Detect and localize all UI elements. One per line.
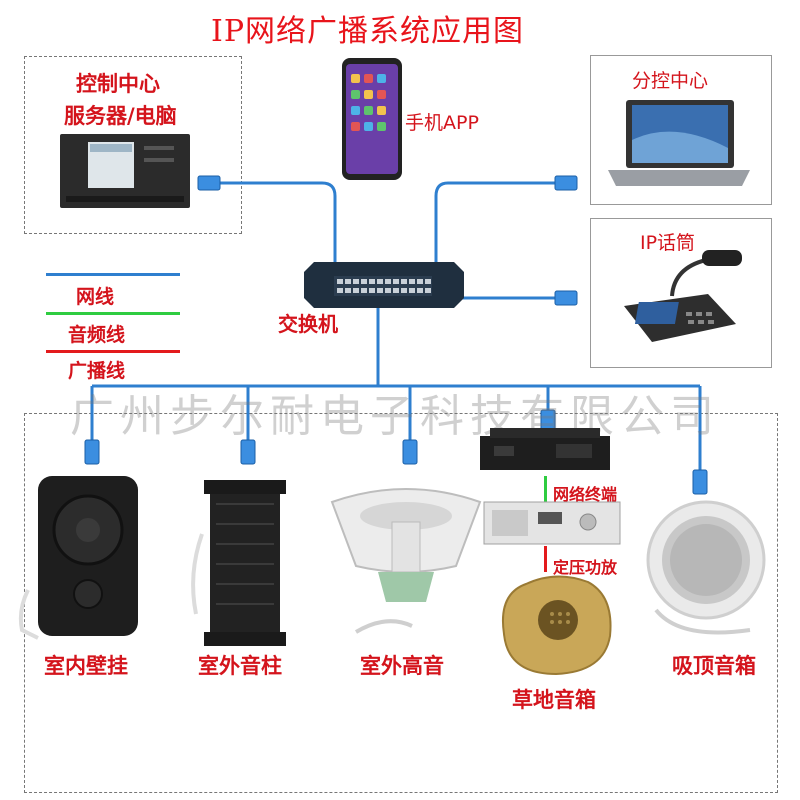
outdoor-column-speaker-icon [191, 480, 286, 646]
device-label-outdoor-column: 室外音柱 [198, 654, 282, 678]
pa-amplifier-icon [483, 501, 621, 545]
indoor-wall-speaker-icon [18, 476, 138, 640]
legend-audio-line [46, 312, 180, 315]
network-terminal-icon [480, 428, 610, 470]
legend-broadcast-label: 广播线 [68, 360, 126, 382]
legend-audio-label: 音频线 [68, 324, 126, 346]
legend-network-line [46, 273, 180, 276]
device-label-lawn: 草地音箱 [512, 688, 596, 712]
ip-microphone-icon [624, 250, 742, 342]
control-center-line2: 服务器/电脑 [64, 104, 177, 128]
sub-control-label: 分控中心 [632, 70, 709, 92]
broadcast-link-line [544, 546, 547, 572]
device-label-outdoor-horn: 室外高音 [360, 654, 444, 678]
network-terminal-label: 网络终端 [553, 485, 618, 504]
device-label-ceiling: 吸顶音箱 [672, 654, 756, 678]
network-switch-icon [304, 262, 464, 308]
ip-mic-label: IP话筒 [640, 232, 696, 254]
audio-link-line [544, 476, 547, 502]
control-center-box [24, 56, 242, 234]
legend-broadcast-line [46, 350, 180, 353]
switch-label: 交换机 [278, 312, 338, 336]
device-label-indoor-wall: 室内壁挂 [44, 654, 128, 678]
amplifier-label: 定压功放 [553, 558, 618, 577]
server-rack-icon [60, 134, 190, 208]
ceiling-speaker-icon [646, 500, 766, 635]
company-watermark: 广州步尔耐电子科技有限公司 [70, 391, 720, 442]
outdoor-horn-speaker-icon [330, 488, 482, 634]
laptop-icon [608, 100, 750, 186]
phone-icon [342, 58, 402, 180]
legend-network-label: 网线 [76, 286, 115, 308]
ip-mic-box [590, 218, 772, 368]
lawn-speaker-icon [502, 575, 612, 676]
sub-control-box [590, 55, 772, 205]
phone-app-label: 手机APP [405, 112, 479, 134]
control-center-line1: 控制中心 [76, 72, 160, 96]
diagram-title: IP网络广播系统应用图 [210, 14, 525, 49]
